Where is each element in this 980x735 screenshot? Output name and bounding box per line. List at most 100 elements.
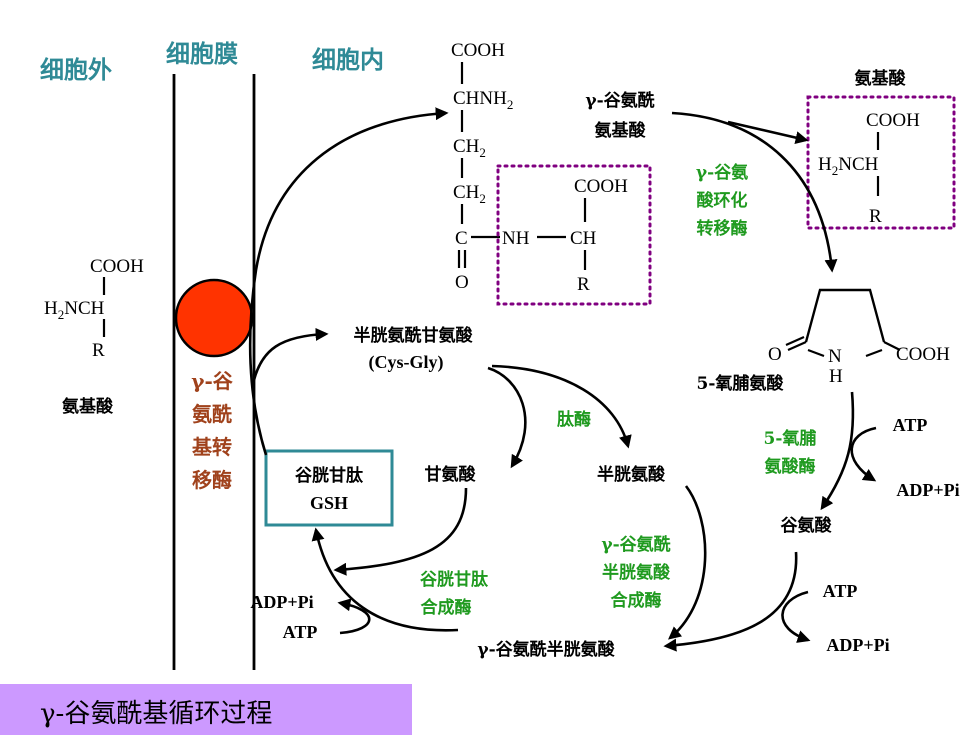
oxoproline-label: 5-氧脯氨酸: [697, 373, 785, 394]
gga-chnh-sub: 2: [507, 97, 514, 112]
glutamate-label: 谷氨酸: [781, 515, 833, 536]
aa-cooh: COOH: [90, 256, 144, 277]
gga-chnh: CHNH: [453, 88, 507, 109]
peptidase-label: 肽酶: [557, 409, 591, 430]
arrow-gga-to-oxoproline: [671, 111, 838, 273]
gamma-glutamyl-amino-acid-label: 氨基酸: [595, 120, 647, 141]
arrow-cysgly-to-cysteine: [491, 364, 632, 449]
gamma-glutamyl-amino-acid-label: γ-谷氨酰: [585, 90, 654, 111]
gga-cooh: COOH: [451, 40, 505, 61]
atp-label-2: ATP: [823, 581, 858, 601]
gga-c: C: [455, 228, 468, 249]
cysgly-label: 半胱氨酰甘氨酸: [354, 325, 474, 346]
gcs-label: 合成酶: [611, 590, 662, 611]
gga-ch2a-sub: 2: [479, 145, 486, 160]
transpeptidase-circle: [174, 278, 254, 358]
oxo-h: H: [829, 366, 843, 387]
cyclotransferase-label: 转移酶: [697, 218, 748, 239]
raa-cooh: COOH: [866, 110, 920, 131]
oxoprolinase-label: 5-氧脯: [764, 428, 817, 449]
arrow-oxoproline-to-glutamate: [820, 391, 855, 511]
arrow-release-amino-acid: [727, 120, 809, 144]
arrow-gsh-to-gga: [248, 107, 449, 456]
raa-h-sub: 2: [832, 163, 839, 178]
gcs-label: γ-谷氨酰: [601, 534, 670, 555]
membrane-enzyme-line: γ-谷: [191, 369, 234, 393]
membrane-enzyme-line: 移酶: [192, 468, 232, 492]
membrane-enzyme-label: γ-谷 氨酰 基转 移酶: [191, 369, 234, 492]
released-amino-acid: 氨基酸 COOH H2NCH R: [806, 68, 956, 230]
cyclotransferase-label: 酸环化: [697, 190, 748, 211]
oxoproline-structure: O N H COOH 5-氧脯氨酸: [697, 288, 950, 394]
aa-r: R: [92, 340, 105, 361]
raa-h: H: [818, 154, 832, 175]
svg-text:CH2: CH2: [453, 136, 486, 160]
released-amino-acid-dotted-box: [806, 95, 956, 230]
amino-acid-dotted-box: [496, 164, 652, 306]
raa-nch: NCH: [838, 154, 878, 175]
ring-bonds: [804, 288, 886, 343]
adp-label-3: ADP+Pi: [250, 592, 313, 612]
caption-text: γ-谷氨酰基循环过程: [40, 699, 273, 729]
arrow-glycine-to-gsh: [333, 487, 468, 576]
gss-label: 谷胱甘肽: [420, 569, 489, 590]
arrow-atp-to-adp-3: [337, 598, 371, 635]
gga-ch2a: CH: [453, 136, 480, 157]
gga-ch2b-sub: 2: [479, 191, 486, 206]
oxo-n: N: [828, 346, 842, 367]
gamma-glutamylcysteine-label: γ-谷氨酰半胱氨酸: [477, 639, 615, 660]
membrane-enzyme-line: 氨酰: [192, 402, 232, 426]
gsh-abbr: GSH: [310, 493, 348, 513]
gga-nh: NH: [502, 228, 530, 249]
cyclotransferase-label: γ-谷氨: [696, 162, 748, 183]
svg-text:CH2: CH2: [453, 182, 486, 206]
gss-label: 合成酶: [421, 597, 472, 618]
membrane-enzyme-line: 基转: [192, 435, 232, 459]
gamma-glutamyl-amino-acid-structure: COOH CHNH2 CH2 CH2 C O NH CH COOH R: [451, 40, 652, 306]
arrow-ggc-to-gsh: [311, 527, 459, 632]
carbonyl-bond-2: [785, 335, 805, 347]
aa-h-sub: 2: [58, 307, 65, 322]
carboxyl-bond: [883, 341, 901, 351]
header-inside: 细胞内: [312, 45, 384, 74]
atp-label-3: ATP: [283, 622, 318, 642]
oxo-o: O: [768, 344, 782, 365]
carbonyl-bond: [787, 340, 807, 352]
raa-r: R: [869, 206, 882, 227]
svg-text:CHNH2: CHNH2: [453, 88, 513, 112]
arrow-glutamate-to-ggc: [663, 551, 798, 652]
arrow-cysteine-to-ggc: [667, 485, 707, 640]
gga-r: R: [577, 274, 590, 295]
aa-h: H: [44, 298, 58, 319]
aa-nch: NCH: [64, 298, 104, 319]
ring-bond: [807, 348, 825, 358]
released-amino-acid-label: 氨基酸: [855, 68, 907, 89]
gga-o: O: [455, 272, 469, 293]
atp-label-1: ATP: [893, 415, 928, 435]
gcs-label: 半胱氨酸: [602, 562, 671, 583]
cysgly-abbr: (Cys-Gly): [369, 352, 444, 373]
gga-cooh2: COOH: [574, 176, 628, 197]
svg-text:H2NCH: H2NCH: [44, 298, 105, 322]
arrow-atp-to-adp-2: [781, 590, 811, 643]
arrow-atp-to-adp-1: [850, 426, 877, 482]
cysteine-label: 半胱氨酸: [597, 464, 666, 485]
header-membrane: 细胞膜: [166, 39, 238, 68]
arrow-cysgly-to-glycine: [487, 366, 527, 469]
gga-ch2b: CH: [453, 182, 480, 203]
gsh-box: [264, 449, 394, 527]
gga-ch: CH: [570, 228, 597, 249]
adp-label-1: ADP+Pi: [896, 480, 959, 500]
header-outside: 细胞外: [40, 55, 112, 84]
ring-bond: [865, 348, 883, 358]
svg-text:H2NCH: H2NCH: [818, 154, 879, 178]
arrow-membrane-to-cysgly: [252, 327, 329, 381]
oxo-cooh: COOH: [896, 344, 950, 365]
oxoprolinase-label: 氨酸酶: [765, 456, 816, 477]
caption-banner: γ-谷氨酰基循环过程: [0, 684, 412, 735]
gsh-label: 谷胱甘肽: [295, 465, 364, 486]
adp-label-2: ADP+Pi: [826, 635, 889, 655]
glycine-label: 甘氨酸: [425, 464, 477, 485]
extracellular-amino-acid: COOH H2NCH R 氨基酸: [44, 256, 144, 417]
